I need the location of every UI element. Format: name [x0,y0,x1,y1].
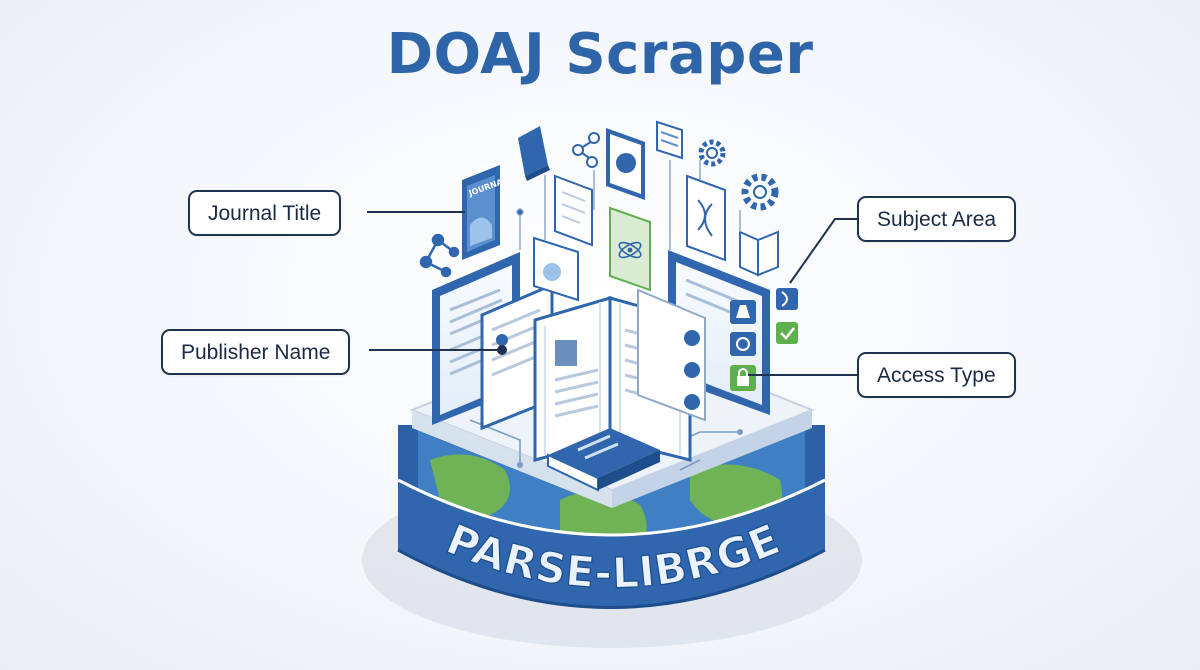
network-icon [572,132,600,168]
open-book-icon [739,230,779,277]
document-icon-dna [686,174,726,262]
right-icon-column [730,300,756,391]
document-icon-small [656,120,683,160]
subject-area-icons [776,288,798,344]
book-icon [518,126,550,181]
atom-icon [730,332,756,356]
label-publisher-name: Publisher Name [161,329,351,375]
label-access-type: Access Type [857,352,1016,398]
globe-small-icon [684,330,700,346]
settings-small-icon [684,394,700,410]
document-icon-paper [554,174,593,247]
gear-icon-large [741,173,779,211]
gear-small-icon [684,362,700,378]
molecule-icon [419,233,460,278]
gear-icon [698,139,726,167]
callout-lines [367,211,857,376]
diagram-title: DOAJ Scraper [386,22,814,87]
document-icon-atom [609,206,651,292]
label-subject-area: Subject Area [857,196,1017,242]
document-icon-globe [606,128,645,200]
floating-connectors [516,160,741,250]
check-icon [776,322,798,344]
globe-cylinder: PARSE-LIBRGE [397,425,826,609]
floating-journal-cover: JOURNAL [462,165,509,260]
closed-book [547,428,660,492]
chart-card [533,236,579,302]
label-journal-title: Journal Title [188,190,342,236]
document-card-right [637,288,706,422]
connector-subject-area [789,218,857,284]
